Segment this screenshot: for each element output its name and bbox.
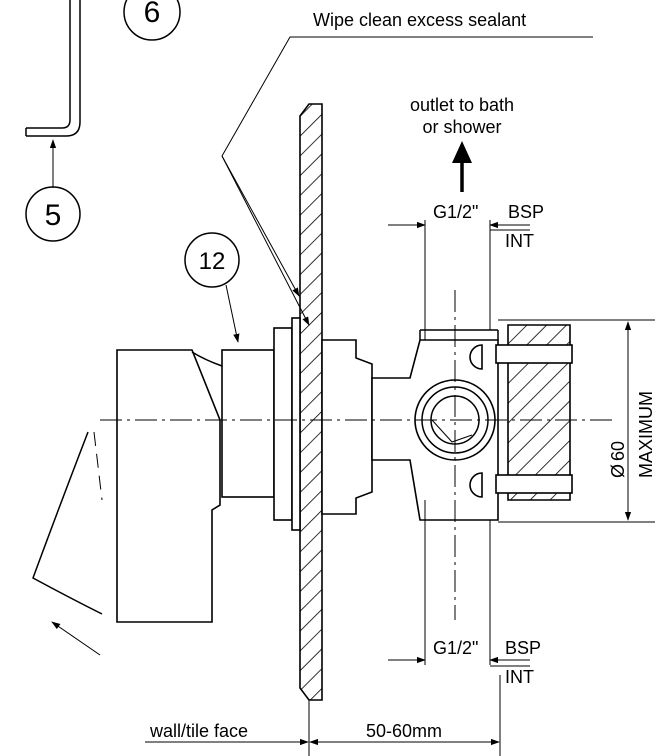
outlet-arrow — [452, 141, 472, 192]
outlet-note-line-1: outlet to bath — [410, 95, 514, 115]
callout-6-label: 6 — [144, 0, 161, 29]
wipe-clean-note: Wipe clean excess sealant — [313, 10, 526, 30]
wipe-leader-arrow-2 — [221, 155, 310, 326]
callout-6: 6 — [123, 0, 181, 41]
top-thread-dimension: G1/2" BSP INT — [388, 202, 544, 340]
mounting-block — [469, 324, 573, 501]
wall-tile-face-label: wall/tile face — [149, 721, 248, 741]
maximum-label: MAXIMUM — [636, 391, 656, 478]
callout-5: 5 — [25, 186, 81, 242]
callout-5-label: 5 — [45, 199, 62, 232]
int-label-top: INT — [505, 231, 534, 251]
valve-body — [221, 317, 301, 531]
lever-rotation-sketch — [32, 431, 103, 656]
int-label-bottom: INT — [505, 667, 534, 687]
thread-size-top: G1/2" — [433, 202, 478, 222]
callout-12-leader — [225, 284, 240, 343]
allen-key — [25, 0, 81, 137]
thread-size-bottom: G1/2" — [433, 638, 478, 658]
bsp-label-bottom: BSP — [505, 638, 541, 658]
bottom-thread-dimension: G1/2" BSP INT — [388, 500, 541, 687]
bsp-label-top: BSP — [508, 202, 544, 222]
depth-dimension: wall/tile face 50-60mm — [145, 675, 501, 756]
wipe-leader-arrow-1 — [221, 155, 300, 297]
diameter-dimension: Ø60 MAXIMUM — [498, 319, 656, 523]
callout-12: 12 — [184, 232, 240, 288]
depth-label: 50-60mm — [366, 721, 442, 741]
wipe-note-leader — [221, 36, 593, 157]
diameter-label: Ø60 — [608, 441, 628, 478]
valve-rear-body — [321, 329, 499, 521]
outlet-note-line-2: or shower — [422, 117, 501, 137]
valve-handle — [116, 349, 223, 623]
wall-section — [299, 103, 323, 701]
callout-12-label: 12 — [199, 248, 226, 275]
